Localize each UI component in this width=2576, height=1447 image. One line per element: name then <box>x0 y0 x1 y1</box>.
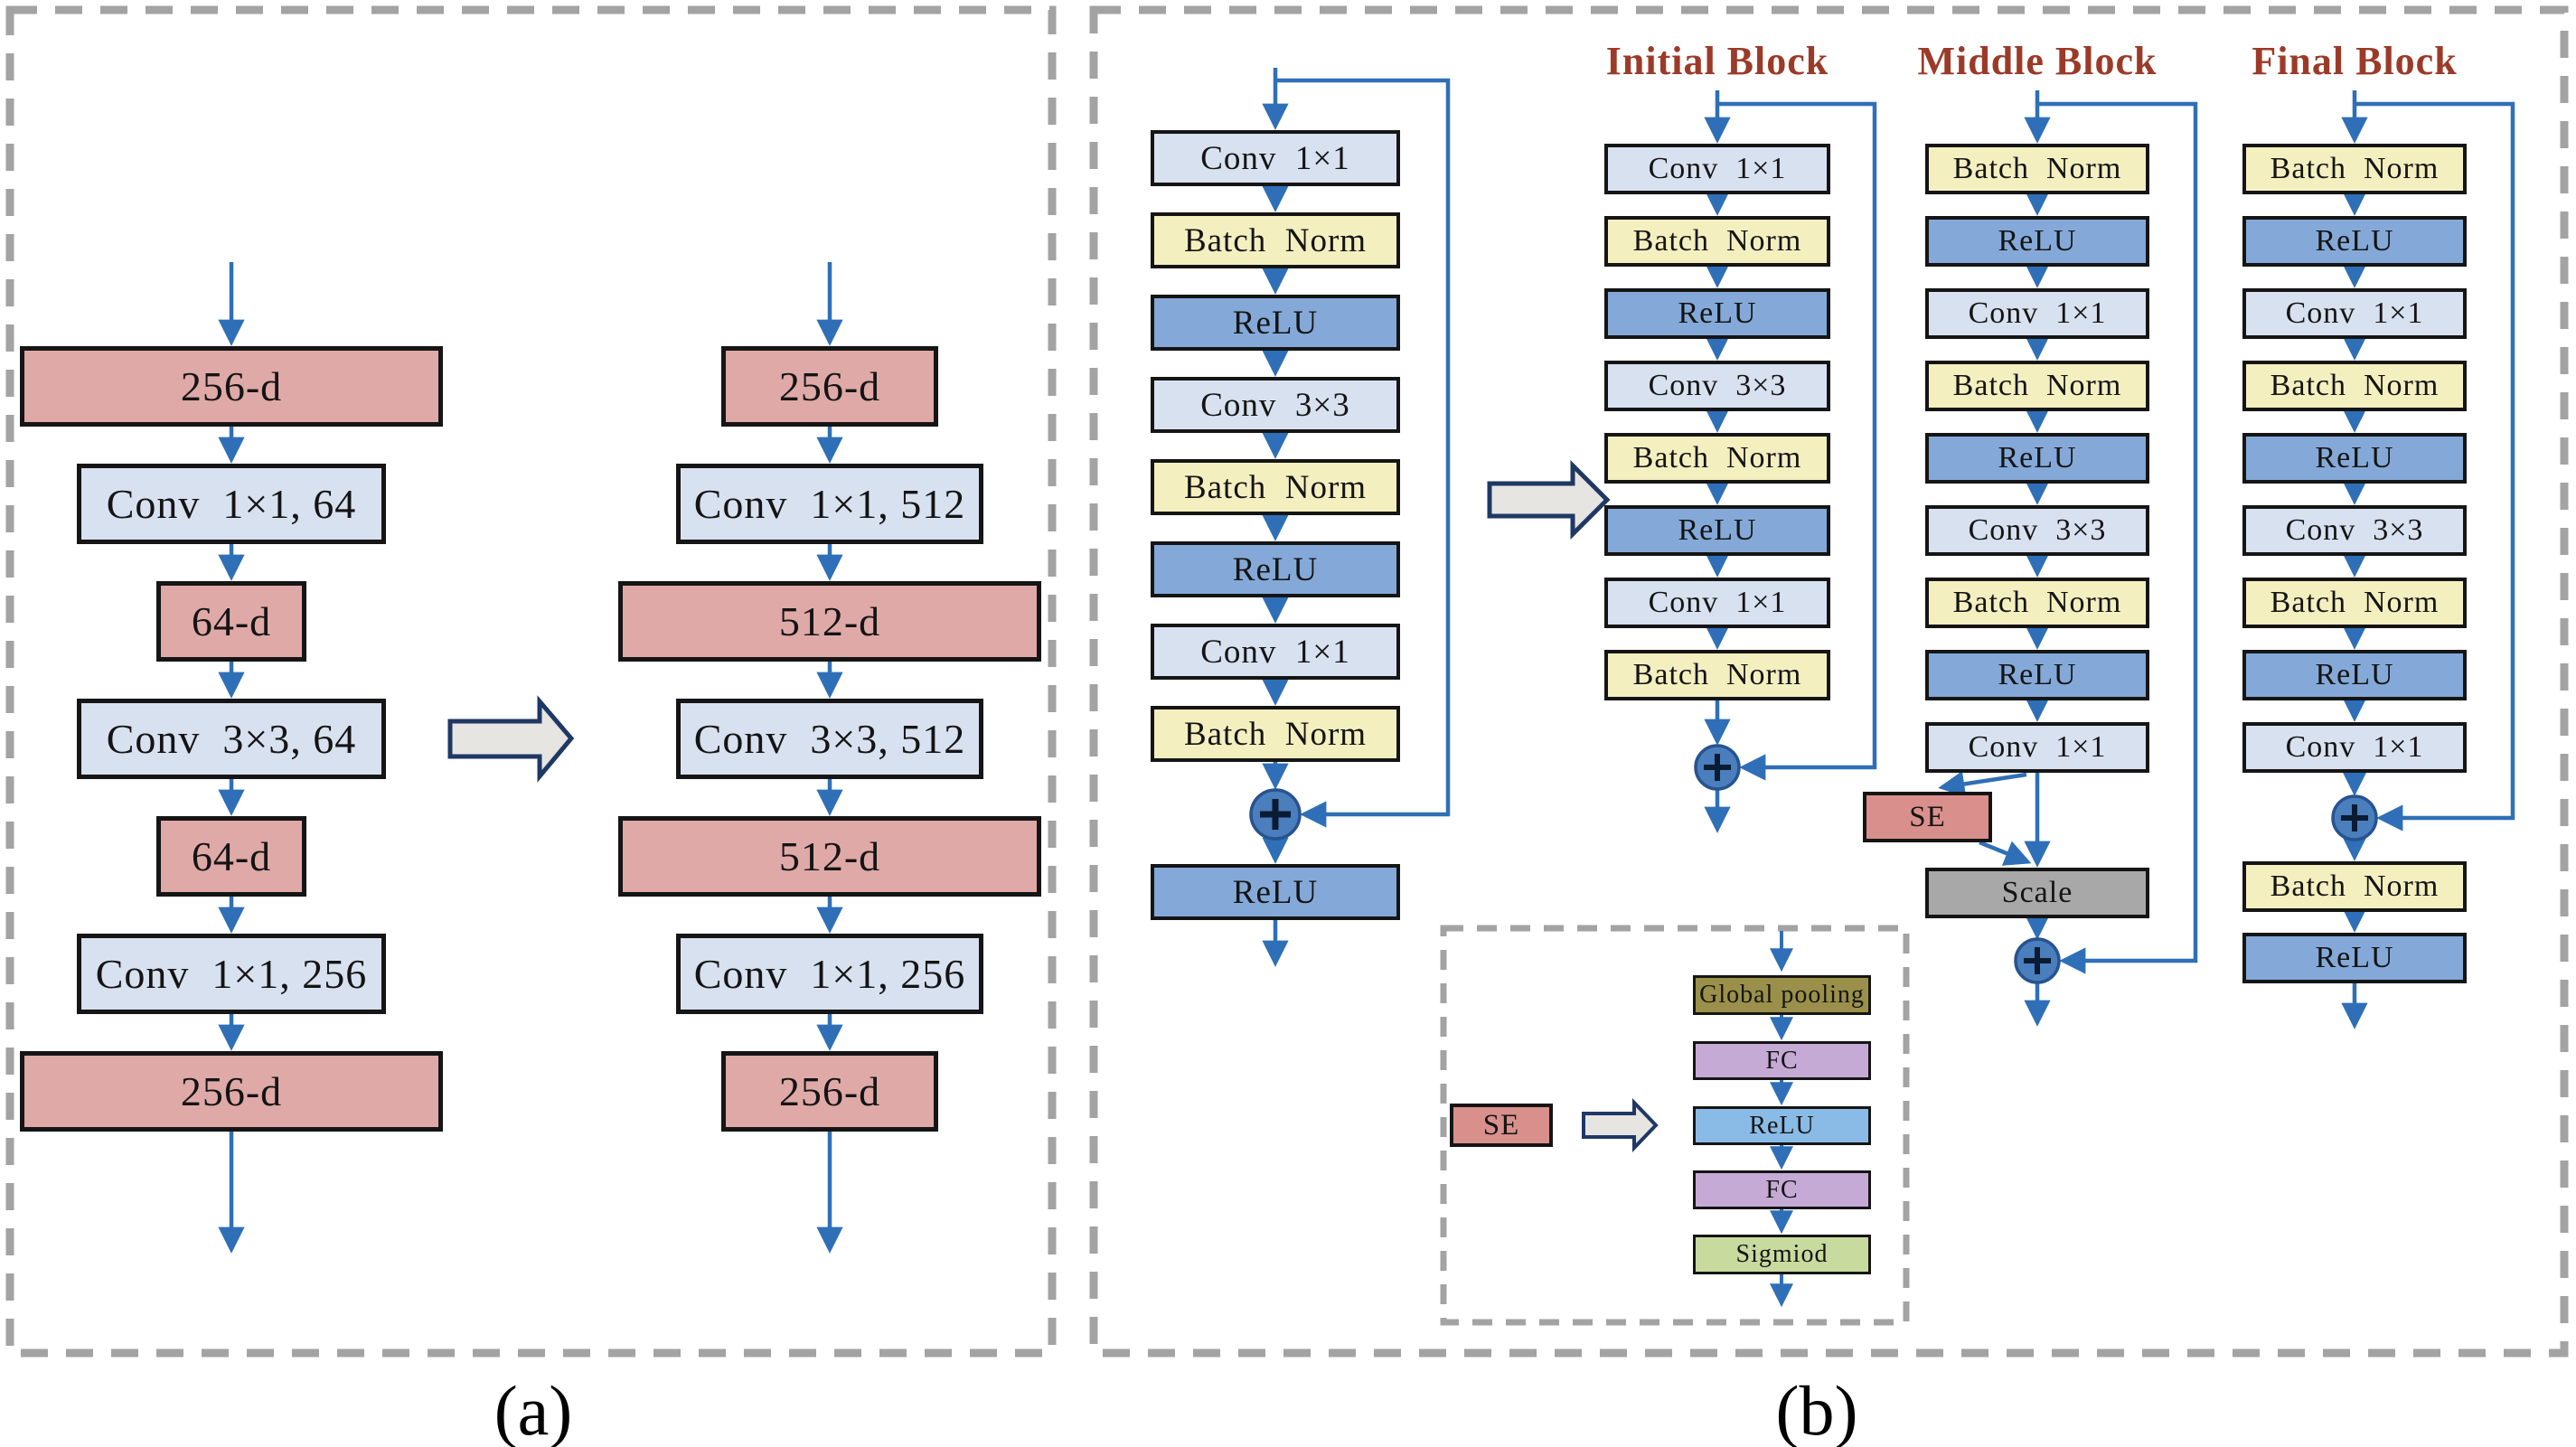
batch-norm-box: Batch Norm <box>2242 861 2467 912</box>
batch-norm-box: Batch Norm <box>1925 578 2149 628</box>
batch-norm-box: Batch Norm <box>1604 650 1830 700</box>
relu-box: ReLU <box>2242 433 2467 484</box>
relu-box: ReLU <box>2242 650 2467 700</box>
final-block-flow-arrows <box>2341 90 2515 1029</box>
initial-block-flow-arrows <box>1704 90 1877 833</box>
relu-box: ReLU <box>1925 650 2149 700</box>
conv-box: Conv 1×1 <box>1604 144 1830 194</box>
conv-box: Conv 3×3 <box>1604 361 1830 411</box>
conv-box: Conv 1×1, 256 <box>77 934 386 1014</box>
relu-box: ReLU <box>2242 933 2467 983</box>
panel-b-border <box>1089 5 2569 1358</box>
batch-norm-box: Batch Norm <box>1604 216 1830 267</box>
conv-box: Conv 3×3 <box>1151 377 1400 433</box>
conv-box: Conv 1×1 <box>1925 288 2149 339</box>
conv-box: Conv 1×1 <box>2242 288 2467 339</box>
add-icon <box>1249 788 1302 841</box>
relu-box: ReLU <box>1151 864 1400 920</box>
sigmoid-box: Sigmiod <box>1693 1235 1871 1274</box>
conv-box: Conv 1×1 <box>2242 722 2467 773</box>
conv-box: Conv 3×3, 64 <box>77 699 386 779</box>
batch-norm-box: Batch Norm <box>1604 433 1830 484</box>
panel-a-label: (a) <box>494 1371 573 1447</box>
dim-box: 64-d <box>156 581 306 662</box>
transform-arrow-icon <box>1487 459 1611 540</box>
dim-box: 256-d <box>20 1051 443 1132</box>
relu-box: ReLU <box>1604 505 1830 556</box>
final-block-title: Final Block <box>2252 39 2458 83</box>
scale-box: Scale <box>1925 868 2149 918</box>
fc-box: FC <box>1693 1041 1871 1080</box>
relu-box: ReLU <box>2242 216 2467 267</box>
dim-box: 512-d <box>618 816 1041 897</box>
batch-norm-box: Batch Norm <box>1925 144 2149 194</box>
dim-box: 256-d <box>721 346 938 427</box>
conv-box: Conv 3×3 <box>2242 505 2467 556</box>
conv-box: Conv 1×1 <box>1151 130 1400 186</box>
conv-box: Conv 1×1 <box>1925 722 2149 773</box>
batch-norm-box: Batch Norm <box>1151 706 1400 762</box>
dim-box: 64-d <box>156 816 306 897</box>
dim-box: 256-d <box>20 346 443 427</box>
se-module-box: SE <box>1863 792 1992 842</box>
transform-arrow-icon <box>1582 1098 1659 1152</box>
add-icon <box>1694 744 1741 791</box>
relu-box: ReLU <box>1925 216 2149 267</box>
relu-box: ReLU <box>1925 433 2149 484</box>
initial-block-title: Initial Block <box>1605 39 1829 83</box>
batch-norm-box: Batch Norm <box>2242 578 2467 628</box>
relu-box: ReLU <box>1693 1106 1871 1145</box>
batch-norm-box: Batch Norm <box>1151 212 1400 268</box>
fc-box: FC <box>1693 1170 1871 1209</box>
conv-box: Conv 1×1, 64 <box>77 464 386 544</box>
se-inset-border <box>1440 925 1910 1326</box>
dim-box: 256-d <box>721 1051 938 1132</box>
add-icon <box>2331 794 2378 841</box>
global-pooling-box: Global pooling <box>1693 975 1871 1015</box>
se-module-box: SE <box>1450 1104 1553 1147</box>
conv-box: Conv 1×1, 512 <box>676 464 983 544</box>
relu-box: ReLU <box>1151 295 1400 351</box>
middle-block-title: Middle Block <box>1917 39 2158 83</box>
panel-b-label: (b) <box>1775 1371 1858 1447</box>
batch-norm-box: Batch Norm <box>2242 144 2467 194</box>
conv-box: Conv 3×3 <box>1925 505 2149 556</box>
add-icon <box>2014 937 2061 984</box>
panel-a-border <box>5 5 1057 1358</box>
middle-block-flow-arrows <box>1938 90 2198 1027</box>
batch-norm-box: Batch Norm <box>1151 459 1400 515</box>
dim-box: 512-d <box>618 581 1041 662</box>
conv-box: Conv 1×1 <box>1151 624 1400 680</box>
conv-box: Conv 3×3, 512 <box>676 699 983 779</box>
conv-box: Conv 1×1, 256 <box>676 934 983 1014</box>
conv-box: Conv 1×1 <box>1604 578 1830 628</box>
batch-norm-box: Batch Norm <box>2242 361 2467 411</box>
relu-box: ReLU <box>1151 541 1400 597</box>
base-column-flow-arrows <box>1262 68 1451 967</box>
batch-norm-box: Batch Norm <box>1925 361 2149 411</box>
relu-box: ReLU <box>1604 288 1830 339</box>
transform-arrow-icon <box>447 695 575 783</box>
